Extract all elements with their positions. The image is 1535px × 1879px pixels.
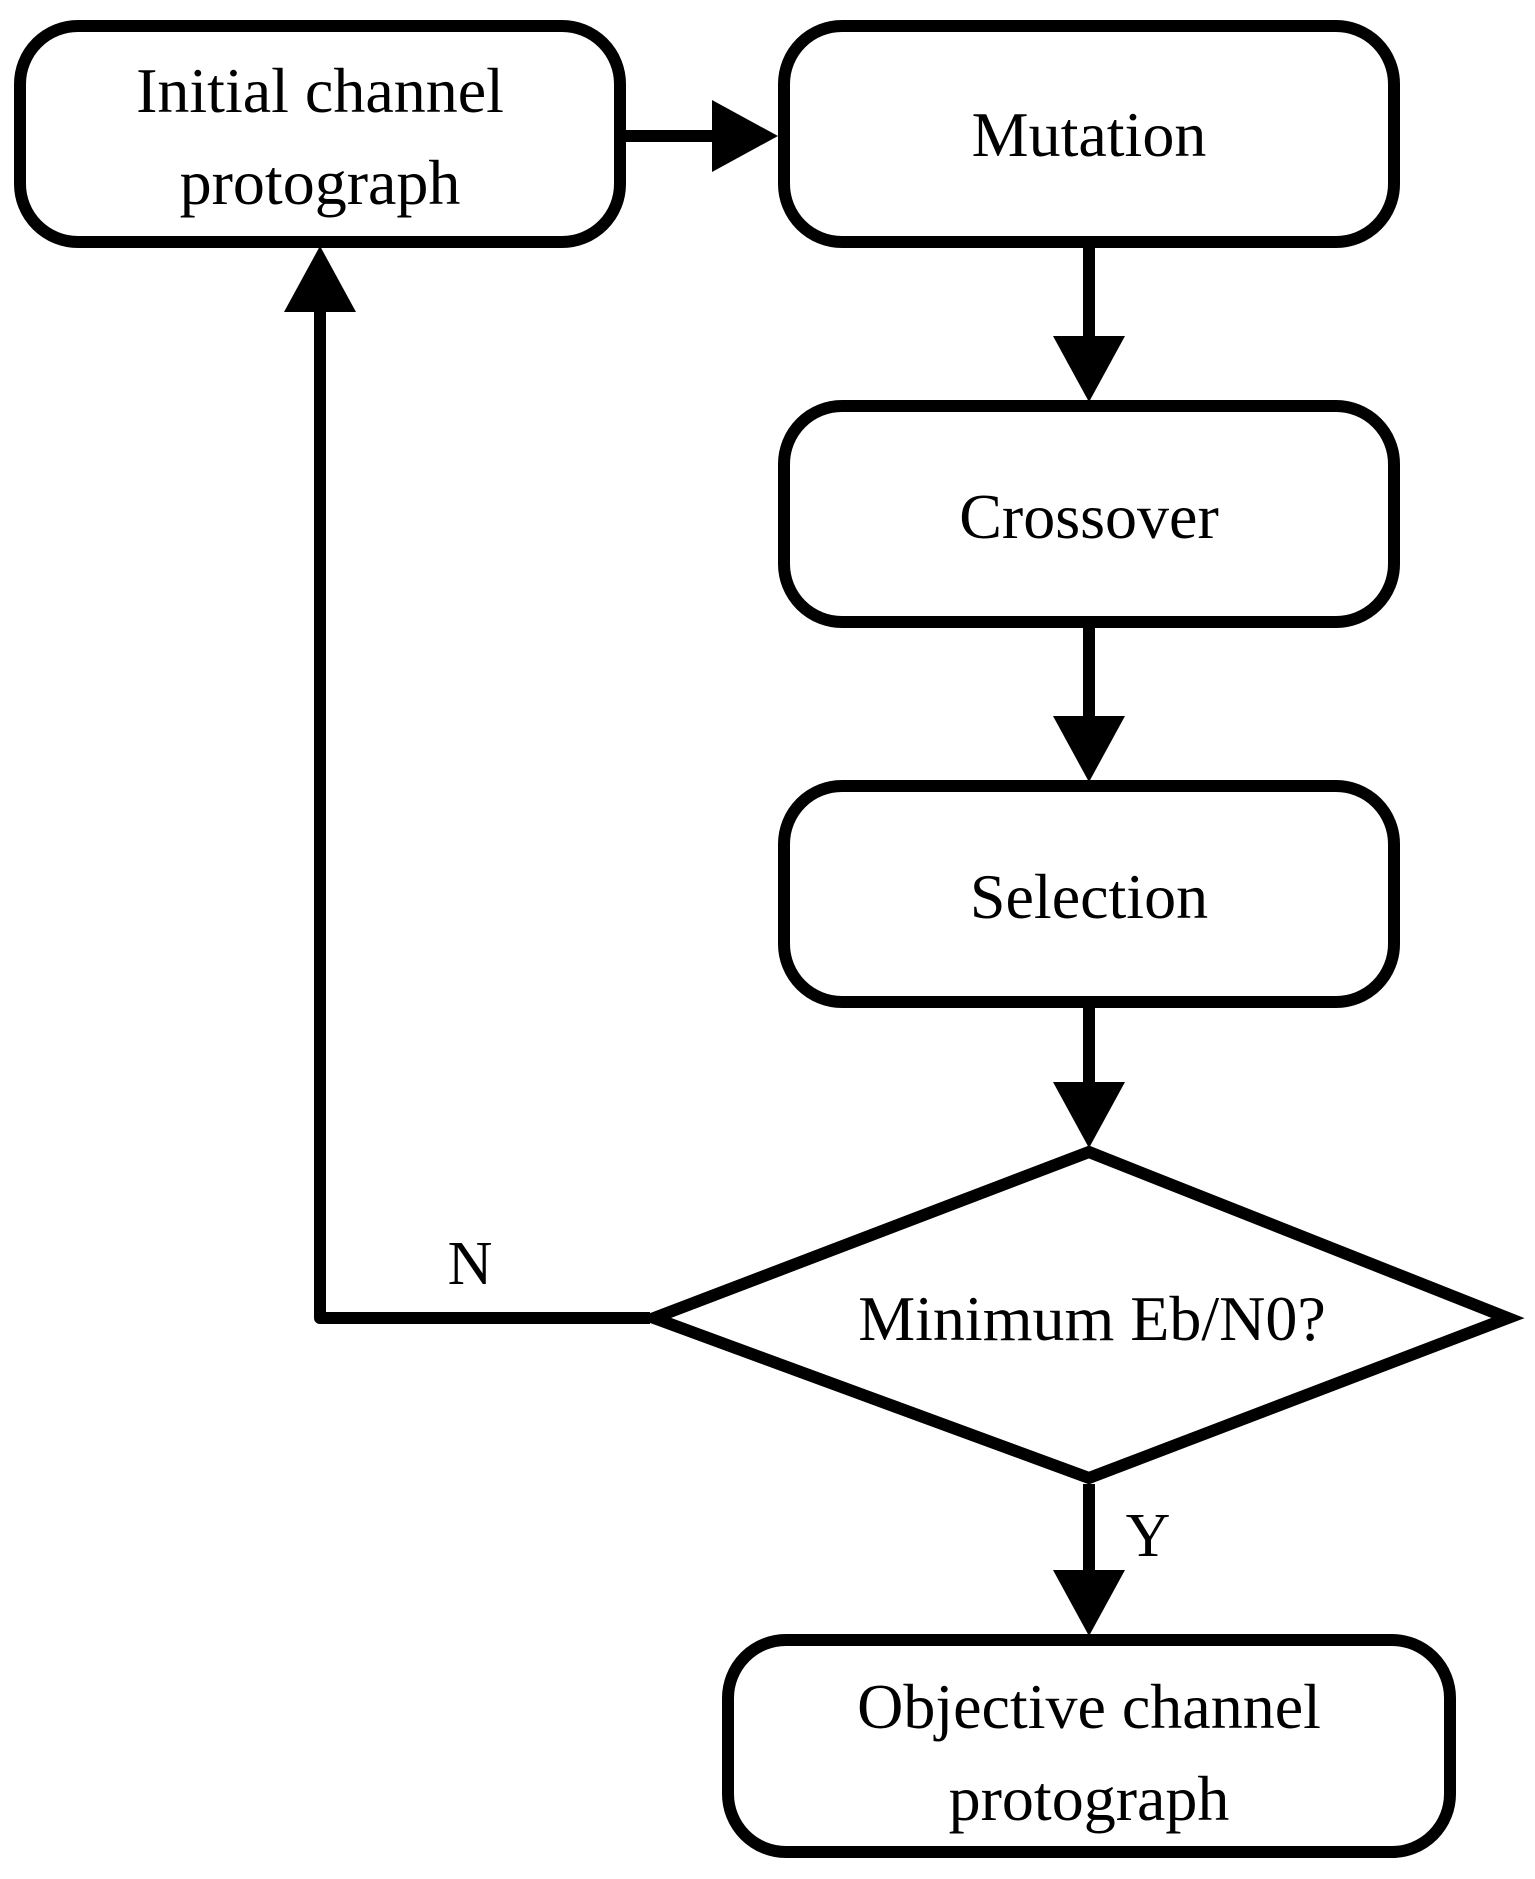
node-decision-minimum-eb-n0: Minimum Eb/N0?	[636, 1145, 1525, 1485]
edge-crossover-to-selection	[1053, 628, 1125, 782]
edge-label-no: N	[448, 1230, 493, 1298]
node-crossover: Crossover	[778, 400, 1400, 628]
edge-selection-to-decision	[1053, 1008, 1125, 1148]
arrowhead	[1053, 1570, 1125, 1636]
node-mutation-label: Mutation	[972, 99, 1207, 170]
arrowhead	[712, 100, 778, 172]
node-selection: Selection	[778, 780, 1400, 1008]
arrowhead	[1053, 1082, 1125, 1148]
edge-mutation-to-crossover	[1053, 248, 1125, 402]
node-objective-channel-protograph: Objective channel protograph	[722, 1634, 1456, 1858]
arrowhead	[284, 246, 356, 312]
node-crossover-label: Crossover	[959, 481, 1219, 552]
node-initial-channel-protograph: Initial channel protograph	[14, 20, 626, 248]
edge-initial-to-mutation	[626, 100, 778, 172]
edge-decision-yes-to-objective	[1053, 1484, 1125, 1636]
node-selection-label: Selection	[970, 861, 1208, 932]
node-objective-line-1: Objective channel	[857, 1671, 1321, 1742]
node-initial-line-2: protograph	[180, 147, 461, 218]
edge-decision-no-to-initial	[284, 246, 650, 1324]
edge-label-yes: Y	[1126, 1502, 1171, 1570]
node-decision-label: Minimum Eb/N0?	[858, 1283, 1326, 1354]
arrowhead	[1053, 336, 1125, 402]
node-initial-line-1: Initial channel	[136, 55, 504, 126]
arrowhead	[1053, 716, 1125, 782]
node-objective-line-2: protograph	[949, 1763, 1230, 1834]
node-mutation: Mutation	[778, 20, 1400, 248]
